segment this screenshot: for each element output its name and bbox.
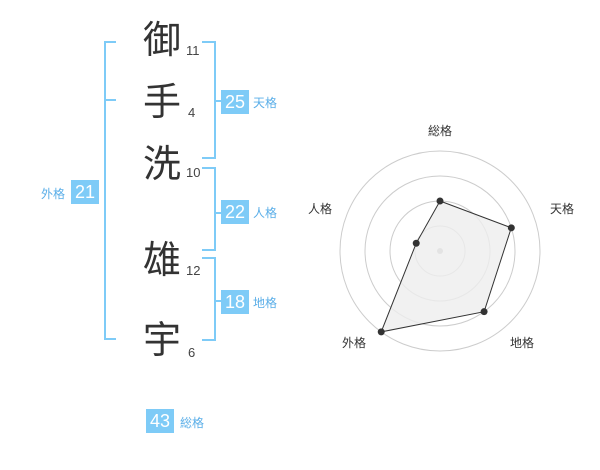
radar-label-chikaku: 地格 (510, 336, 535, 350)
stroke-count-5: 6 (188, 345, 196, 360)
gaikaku-label: 外格 (41, 187, 66, 201)
radar-ring (339, 150, 541, 352)
radar-label-gaikaku: 外格 (342, 336, 367, 350)
jinkaku-value-badge: 22 (221, 200, 249, 224)
stroke-count-2: 4 (188, 105, 196, 120)
radar-label-jinkaku: 人格 (308, 202, 333, 216)
gaikaku-bracket-tick (104, 99, 116, 101)
gaikaku-value-badge: 21 (71, 180, 99, 204)
name-char-3: 洗 (142, 142, 181, 186)
soukaku-label: 総格 (180, 416, 205, 430)
radar-point-4 (377, 328, 385, 336)
radar-label-soukaku: 総格 (428, 124, 453, 138)
jinkaku-bracket-stem (214, 212, 222, 214)
stroke-count-4: 12 (186, 263, 201, 278)
soukaku-value-badge: 43 (146, 409, 174, 433)
tenkaku-label: 天格 (253, 96, 278, 110)
tenkaku-value-badge: 25 (221, 90, 249, 114)
name-char-4: 雄 (142, 238, 181, 282)
radar-point-2 (507, 224, 515, 232)
name-char-5: 宇 (142, 318, 181, 362)
jinkaku-bracket (202, 167, 216, 251)
radar-label-tenkaku: 天格 (550, 202, 575, 216)
name-char-2: 手 (142, 80, 181, 124)
stroke-count-3: 10 (186, 165, 201, 180)
radar-ring (364, 175, 516, 327)
chikaku-bracket-stem (214, 300, 222, 302)
radar-point-5 (412, 239, 420, 247)
tenkaku-bracket-stem (214, 100, 222, 102)
stroke-count-1: 11 (186, 43, 200, 58)
radar-polygon (380, 200, 512, 333)
chikaku-value-badge: 18 (221, 290, 249, 314)
jinkaku-label: 人格 (253, 206, 278, 220)
chikaku-label: 地格 (253, 296, 278, 310)
chikaku-bracket (202, 257, 216, 341)
radar-point-3 (480, 308, 488, 316)
radar-point-1 (436, 197, 444, 205)
gaikaku-bracket (104, 41, 116, 340)
name-char-1: 御 (142, 18, 181, 62)
